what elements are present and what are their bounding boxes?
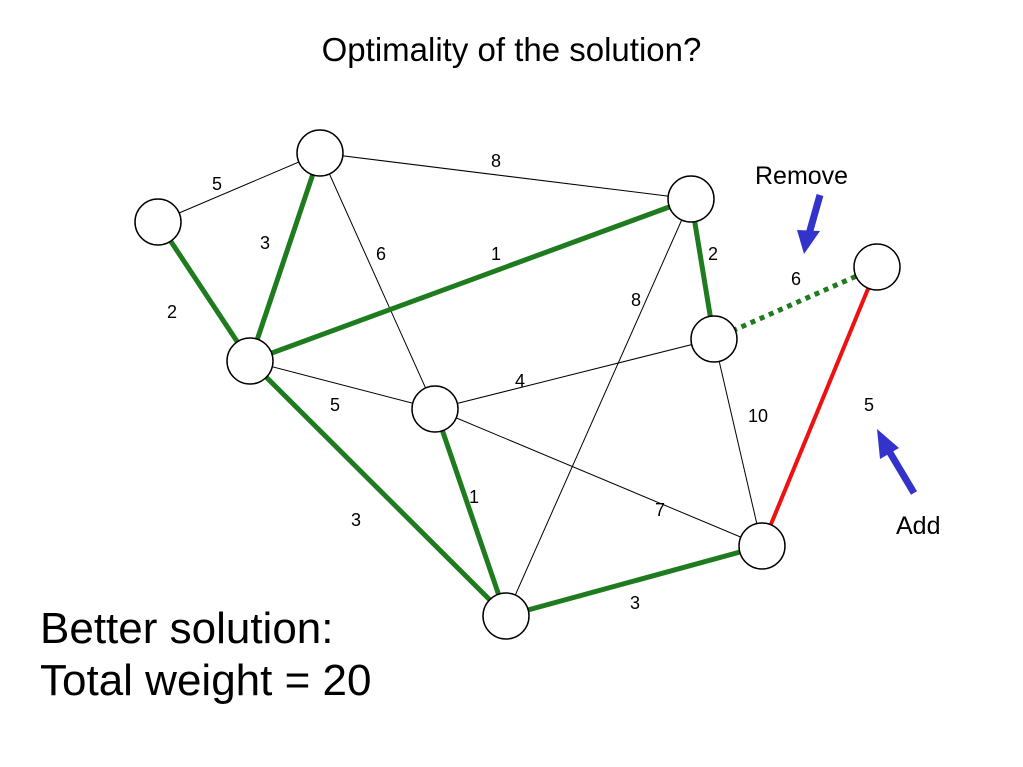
node-E — [690, 315, 738, 363]
remove-arrow-icon — [797, 194, 824, 254]
edge-F-H — [432, 406, 509, 619]
edge-H-I — [503, 543, 765, 619]
edge-label-F-I: 7 — [655, 500, 665, 520]
edge-label-H-I: 3 — [630, 593, 640, 613]
edge-label-A-B: 5 — [212, 174, 222, 194]
edge-F-I — [434, 408, 763, 547]
node-C — [667, 175, 715, 223]
edge-A-B — [157, 152, 321, 223]
edge-A-D — [155, 219, 253, 364]
edge-label-A-D: 2 — [167, 302, 177, 322]
edge-label-B-C: 8 — [491, 151, 501, 171]
edge-D-F — [249, 360, 436, 410]
edge-labels: 5 2 3 8 6 1 2 8 6 5 5 4 10 3 1 7 3 — [167, 151, 874, 613]
edge-B-F — [319, 152, 436, 410]
node-D — [226, 337, 274, 385]
edge-label-E-G: 6 — [791, 269, 801, 289]
remove-callout: Remove — [755, 162, 848, 190]
nodes — [134, 129, 901, 640]
add-arrow-icon — [877, 429, 918, 495]
summary-line-2: Total weight = 20 — [40, 655, 372, 705]
edge-label-G-I: 5 — [864, 395, 874, 415]
edge-label-D-H: 3 — [351, 510, 361, 530]
summary-text: Better solution: Total weight = 20 — [40, 603, 371, 707]
edge-label-B-F: 6 — [376, 244, 386, 264]
edge-label-B-D: 3 — [260, 233, 270, 253]
edge-D-C — [247, 196, 694, 364]
edge-label-F-H: 1 — [469, 487, 479, 507]
edge-B-D — [247, 150, 323, 364]
edge-C-H — [505, 198, 692, 617]
node-F — [411, 385, 459, 433]
edge-D-H — [247, 358, 509, 619]
edge-label-D-C: 1 — [491, 244, 501, 264]
edge-label-D-F: 5 — [330, 395, 340, 415]
slide-title: Optimality of the solution? — [321, 31, 702, 68]
edge-label-F-E: 4 — [515, 371, 525, 391]
tree-edges — [155, 150, 765, 619]
edge-B-C — [319, 152, 692, 200]
edge-F-E — [434, 338, 715, 410]
summary-line-1: Better solution: — [40, 604, 334, 653]
edge-E-I — [713, 338, 763, 547]
edge-label-C-H: 8 — [631, 290, 641, 310]
edge-label-E-I: 10 — [748, 406, 768, 426]
node-I — [738, 522, 786, 570]
node-B — [296, 129, 344, 177]
edge-label-C-E: 2 — [708, 244, 718, 264]
thin-edges — [157, 152, 763, 617]
add-callout: Add — [896, 512, 940, 540]
node-A — [134, 198, 182, 246]
node-G — [853, 243, 901, 291]
edge-G-I-added — [760, 266, 879, 547]
node-H — [482, 592, 530, 640]
